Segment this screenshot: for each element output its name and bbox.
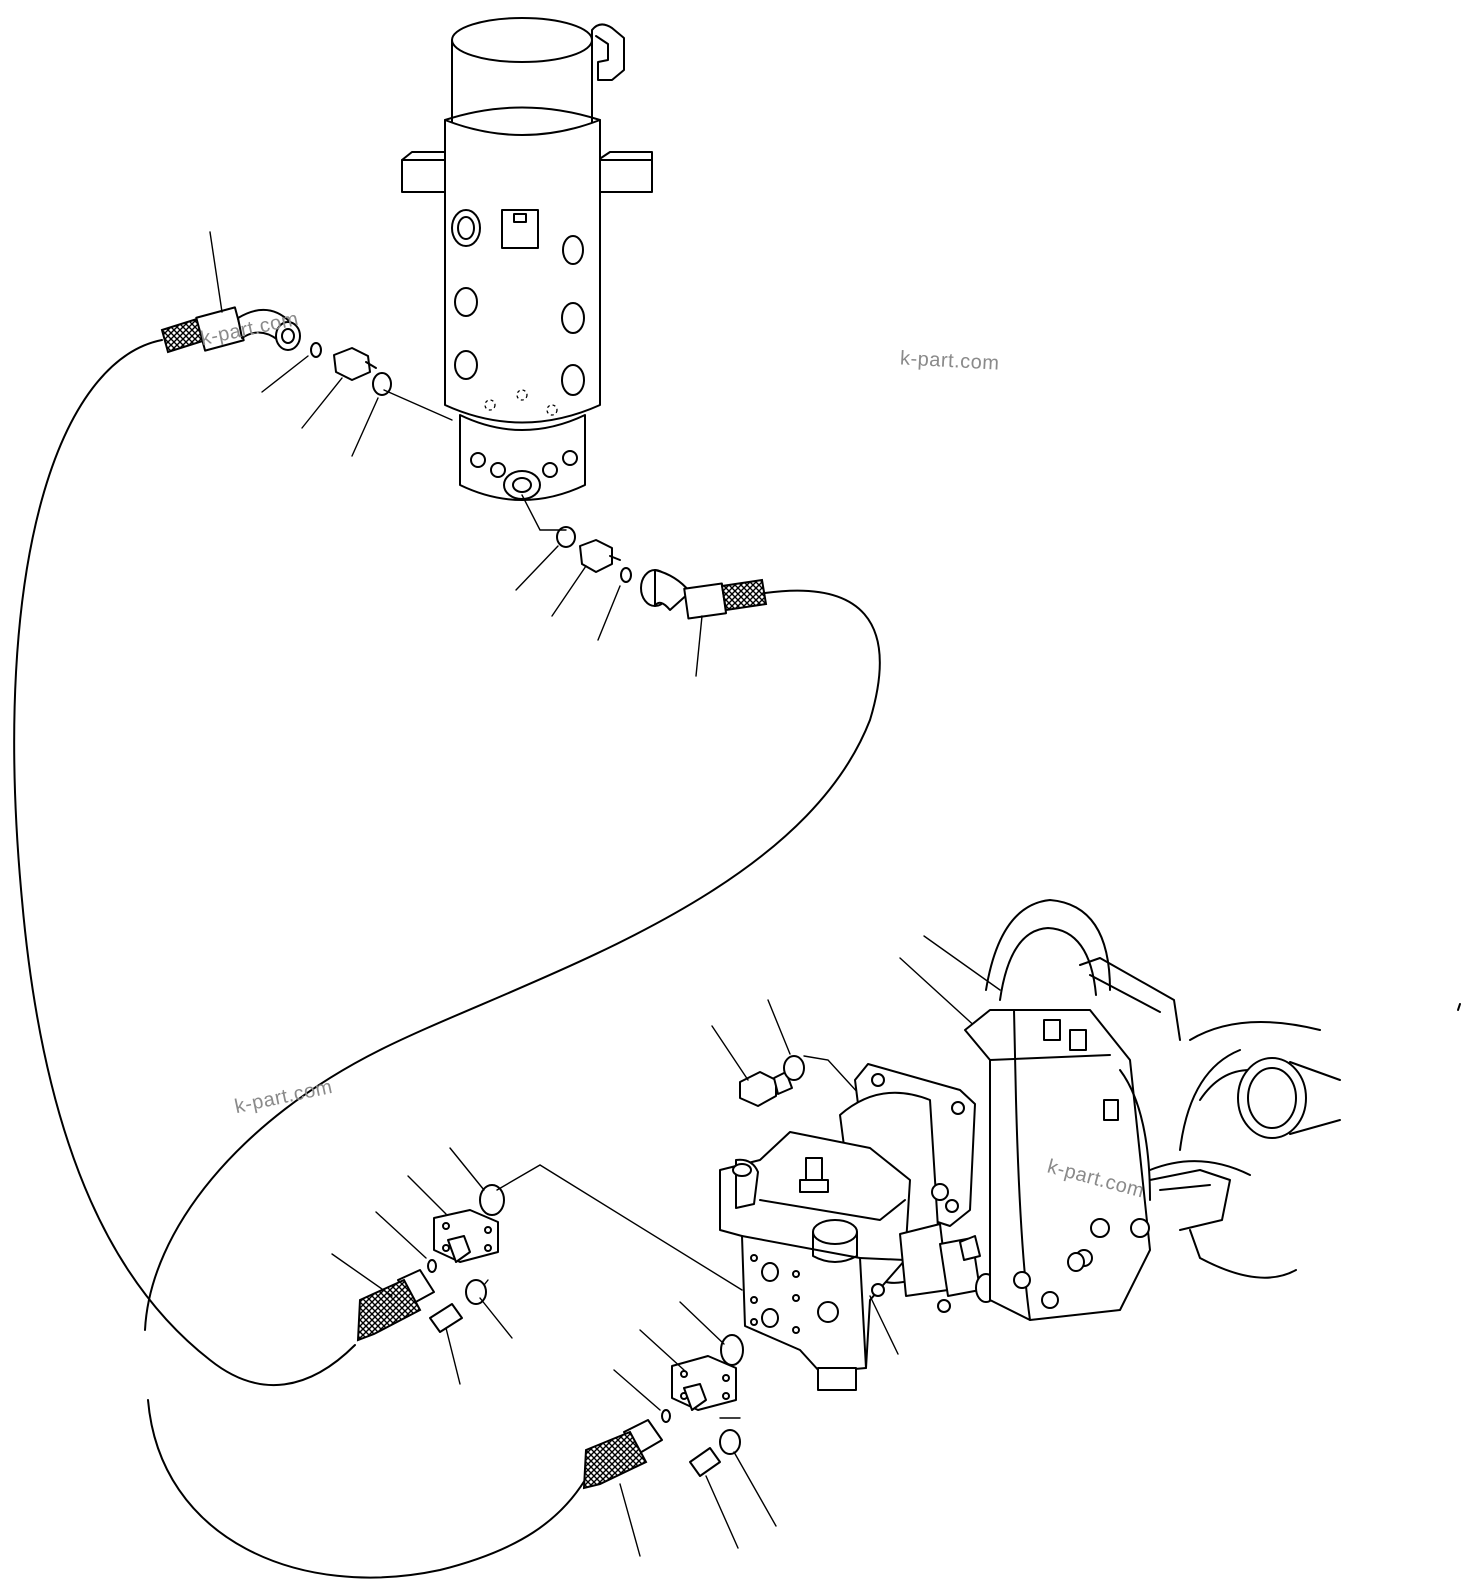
leader-line [711,1025,749,1081]
upper-right-hose-fitting [640,569,768,620]
leader-line [261,355,309,393]
leader-line [301,377,343,429]
hoses [13,339,881,1579]
leader-line [733,1451,777,1527]
leader-line [551,565,587,617]
leader-line [375,1211,427,1259]
leader-line [613,1369,661,1411]
upper-left-hose-fitting [160,306,301,354]
upper-left-orings-adapter [310,342,392,396]
leader-line [351,397,379,457]
pump-motor-assembly [719,1063,997,1391]
lower-right-flange-group [582,1334,744,1490]
leader-line [695,615,703,677]
connection-lines [383,389,861,1419]
leader-line [619,1483,641,1557]
leader-line [705,1475,739,1549]
leader-line [449,1147,485,1191]
leader-line [639,1329,685,1371]
leader-line [515,545,559,591]
leader-line [597,585,621,641]
leader-line [407,1175,447,1215]
leader-line [445,1327,461,1385]
leader-line [331,1253,393,1297]
leader-line [869,1295,899,1355]
leader-line [767,999,791,1055]
leader-lines [209,231,899,1557]
lower-left-flange-group [356,1184,505,1342]
leader-line [679,1301,725,1345]
leader-line [479,1297,513,1339]
swivel-joint [401,17,653,501]
leader-line [209,231,223,313]
upper-right-orings-adapter [556,526,632,583]
axle-transmission [899,899,1461,1321]
top-bolt-washer [739,1055,805,1107]
